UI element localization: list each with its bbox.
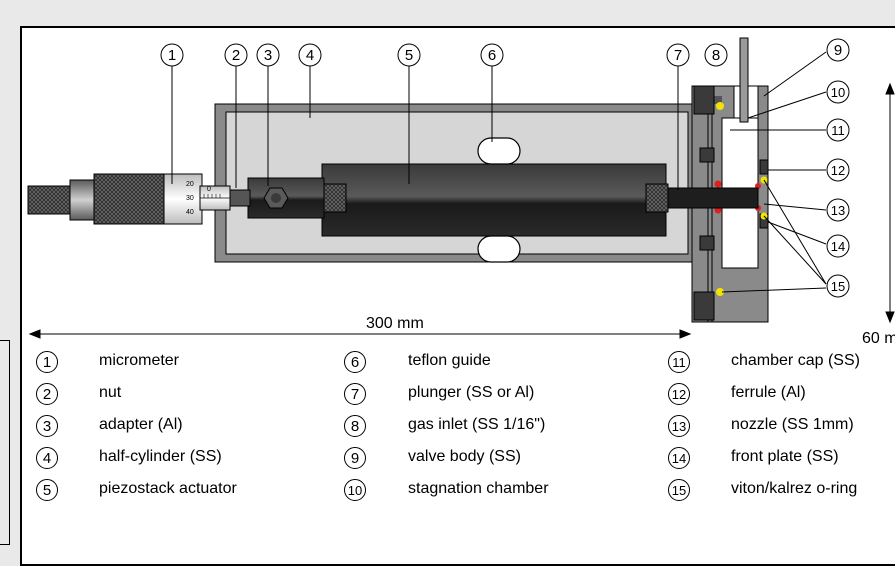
gas-inlet-tube xyxy=(739,37,749,123)
svg-text:14: 14 xyxy=(831,239,845,254)
svg-text:7: 7 xyxy=(674,47,682,64)
legend-label-9: valve body (SS) xyxy=(408,448,521,465)
callout-3: 3 xyxy=(256,43,280,67)
legend-label-8: gas inlet (SS 1/16") xyxy=(408,416,546,433)
legend-label-4: half-cylinder (SS) xyxy=(99,448,222,465)
legend-label-3: adapter (Al) xyxy=(99,416,183,433)
leader-lines xyxy=(171,51,827,293)
plunger xyxy=(665,187,759,209)
callout-1: 1 xyxy=(160,43,184,67)
legend-label-13: nozzle (SS 1mm) xyxy=(731,416,854,433)
legend-item-6: 6 xyxy=(344,348,366,376)
legend-item-8: 8 xyxy=(344,412,366,440)
micrometer xyxy=(27,173,251,225)
legend-label-11: chamber cap (SS) xyxy=(731,352,860,369)
legend-item-3: 3 xyxy=(36,412,58,440)
callout-5: 5 xyxy=(397,43,421,67)
legend-item-7: 7 xyxy=(344,380,366,408)
callout-12: 12 xyxy=(826,158,850,182)
svg-text:5: 5 xyxy=(405,47,413,64)
svg-text:11: 11 xyxy=(831,123,845,138)
callout-9: 9 xyxy=(826,38,850,62)
legend-label-12: ferrule (Al) xyxy=(731,384,806,401)
dimension-length-label: 300 mm xyxy=(366,315,424,332)
legend-label-2: nut xyxy=(99,384,122,401)
svg-text:4: 4 xyxy=(306,47,314,64)
svg-text:9: 9 xyxy=(834,42,842,59)
legend-label-10: stagnation chamber xyxy=(408,480,549,497)
legend-label-15: viton/kalrez o-ring xyxy=(731,480,858,497)
callout-13: 13 xyxy=(826,198,850,222)
legend-label-14: front plate (SS) xyxy=(731,448,839,465)
dimension-height-label: 60 m xyxy=(862,330,895,347)
piezostack-actuator xyxy=(321,163,667,237)
callout-6: 6 xyxy=(480,43,504,67)
callout-11: 11 xyxy=(826,118,850,142)
legend-item-1: 1 xyxy=(36,348,58,376)
legend-label-5: piezostack actuator xyxy=(99,480,237,497)
legend-item-4: 4 xyxy=(36,444,58,472)
teflon-guide-top xyxy=(477,137,521,165)
callout-4: 4 xyxy=(298,43,322,67)
dimension-300mm xyxy=(28,329,692,339)
legend-label-6: teflon guide xyxy=(408,352,491,369)
callout-2: 2 xyxy=(224,43,248,67)
svg-text:15: 15 xyxy=(831,279,845,294)
micrometer-scale-30: 30 xyxy=(186,195,194,202)
micrometer-scale-0: 0 xyxy=(207,186,211,193)
micrometer-scale-20: 20 xyxy=(186,181,194,188)
callout-10: 10 xyxy=(826,80,850,104)
legend-item-13: 13 xyxy=(668,412,690,440)
legend-item-9: 9 xyxy=(344,444,366,472)
callouts: 1 2 3 4 5 6 7 8 9 10 11 12 13 14 15 xyxy=(160,38,850,298)
legend-item-14: 14 xyxy=(668,444,690,472)
teflon-guide-bottom xyxy=(477,235,521,263)
legend-label-7: plunger (SS or Al) xyxy=(408,384,535,401)
svg-text:8: 8 xyxy=(712,47,720,64)
micrometer-scale-40: 40 xyxy=(186,209,194,216)
legend-item-5: 5 xyxy=(36,476,58,504)
legend-item-11: 11 xyxy=(668,348,690,376)
svg-text:1: 1 xyxy=(168,47,176,64)
callout-14: 14 xyxy=(826,234,850,258)
callout-7: 7 xyxy=(666,43,690,67)
svg-text:3: 3 xyxy=(264,47,272,64)
side-frame xyxy=(0,340,10,545)
dimension-60mm xyxy=(885,82,895,324)
svg-text:2: 2 xyxy=(232,47,240,64)
svg-text:10: 10 xyxy=(831,85,845,100)
legend-label-1: micrometer xyxy=(99,352,180,369)
legend-item-15: 15 xyxy=(668,476,690,504)
svg-text:6: 6 xyxy=(488,47,496,64)
legend-item-10: 10 xyxy=(344,476,366,504)
legend-item-2: 2 xyxy=(36,380,58,408)
callout-15: 15 xyxy=(826,274,850,298)
legend-item-12: 12 xyxy=(668,380,690,408)
svg-text:12: 12 xyxy=(831,163,845,178)
svg-text:13: 13 xyxy=(831,203,845,218)
callout-8: 8 xyxy=(704,43,728,67)
